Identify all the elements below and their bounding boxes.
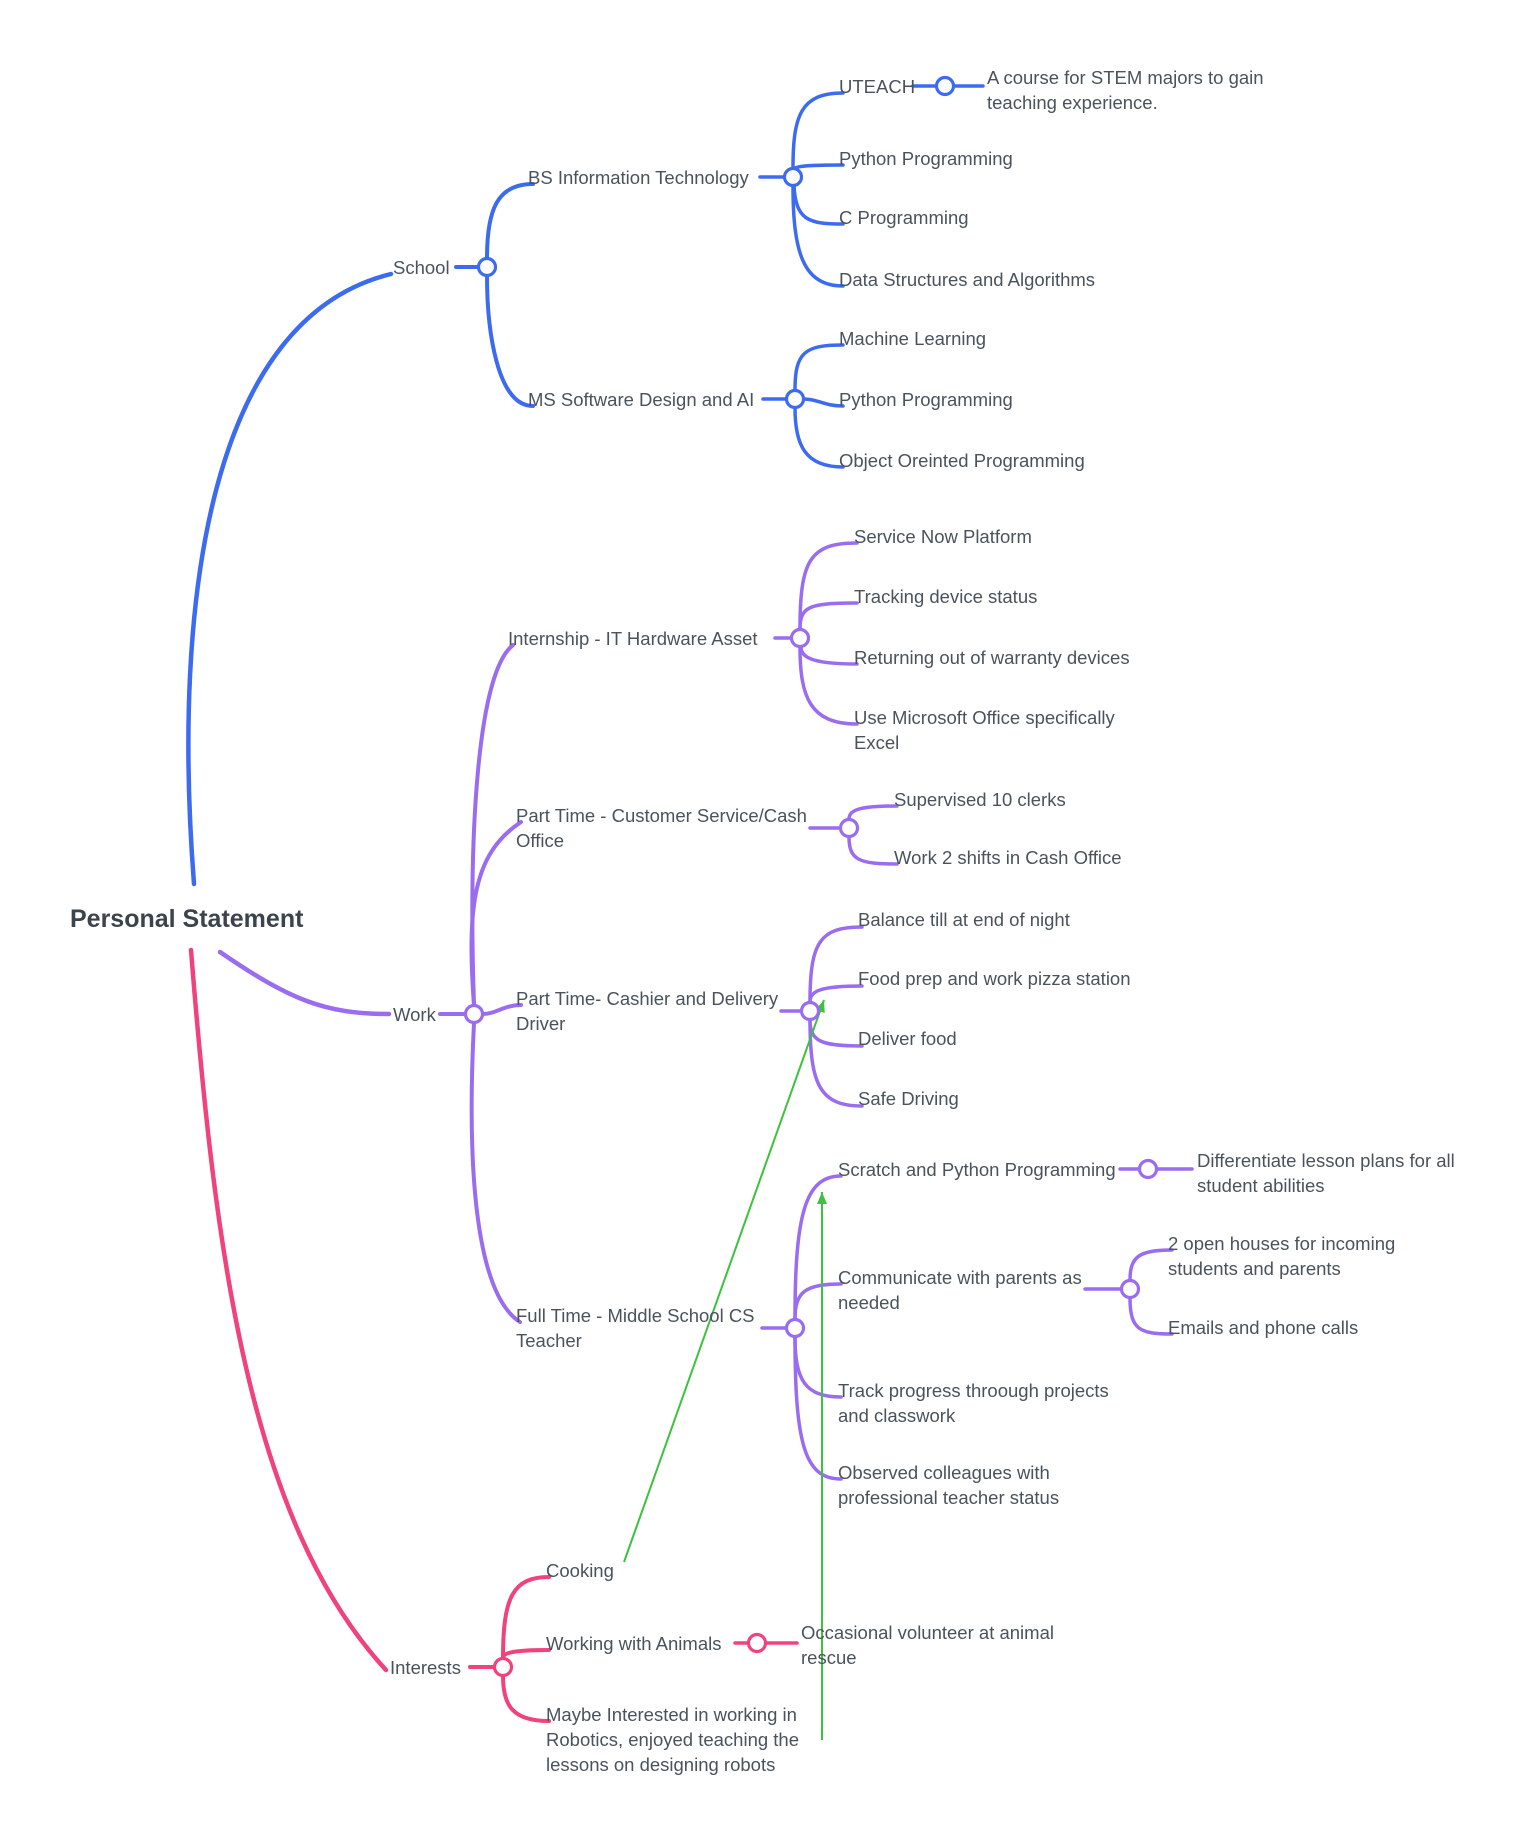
node-root[interactable]: Personal Statement [70,905,304,933]
node-scratch-python-programming[interactable]: Scratch and Python Programming [838,1159,1116,1180]
node-tracking-device-status[interactable]: Tracking device status [854,586,1038,607]
junction-circle[interactable] [784,1317,806,1339]
node-part-time-customer-service[interactable]: Part Time - Customer Service/Cash Office [516,805,807,851]
junction-circle[interactable] [784,388,806,410]
junction-circle[interactable] [1137,1158,1159,1180]
node-safe-driving[interactable]: Safe Driving [858,1088,959,1109]
node-emails-phone-calls[interactable]: Emails and phone calls [1168,1317,1359,1338]
node-supervised-10-clerks[interactable]: Supervised 10 clerks [894,789,1066,810]
junction-circle[interactable] [782,166,804,188]
school-branch-lines [186,84,985,887]
arrowhead-icon [817,1192,827,1204]
node-python-programming-bs[interactable]: Python Programming [839,148,1013,169]
junction-circle[interactable] [492,1656,514,1678]
node-bs-information-technology[interactable]: BS Information Technology [528,167,749,188]
node-work[interactable]: Work [393,1004,436,1025]
node-object-oreinted-programming[interactable]: Object Oreinted Programming [839,450,1085,471]
node-full-time-cs-teacher[interactable]: Full Time - Middle School CS Teacher [516,1305,755,1351]
node-school[interactable]: School [393,257,450,278]
node-c-programming[interactable]: C Programming [839,207,969,228]
junction-circle[interactable] [838,817,860,839]
arrow-cooking-to-foodprep [623,999,825,1563]
node-machine-learning[interactable]: Machine Learning [839,328,987,349]
node-work-2-shifts[interactable]: Work 2 shifts in Cash Office [894,847,1122,868]
node-balance-till[interactable]: Balance till at end of night [858,909,1070,930]
node-communicate-with-parents[interactable]: Communicate with parents as needed [838,1267,1082,1313]
junction-circle[interactable] [789,627,811,649]
junction-circles [463,75,1159,1678]
junction-circle[interactable] [934,75,956,97]
work-branch-lines [217,541,1194,1481]
node-uteach[interactable]: UTEACH [839,76,916,97]
junction-circle[interactable] [1119,1278,1141,1300]
node-returning-warranty-devices[interactable]: Returning out of warranty devices [854,647,1130,668]
node-track-progress[interactable]: Track progress throough projects and cla… [838,1380,1109,1426]
node-deliver-food[interactable]: Deliver food [858,1028,957,1049]
node-observed-colleagues[interactable]: Observed colleagues with professional te… [838,1462,1060,1508]
node-cooking[interactable]: Cooking [546,1560,614,1581]
node-maybe-robotics[interactable]: Maybe Interested in working in Robotics,… [546,1704,800,1775]
junction-circle[interactable] [463,1003,485,1025]
node-occasional-volunteer[interactable]: Occasional volunteer at animal rescue [801,1622,1054,1668]
junction-circle[interactable] [476,256,498,278]
node-differentiate-lesson-plans[interactable]: Differentiate lesson plans for all stude… [1197,1150,1455,1196]
interests-branch-lines [188,947,799,1723]
junction-circle[interactable] [746,1632,768,1654]
node-use-microsoft-office[interactable]: Use Microsoft Office specifically Excel [854,707,1115,753]
junction-circle[interactable] [799,1000,821,1022]
node-interests[interactable]: Interests [390,1657,461,1678]
node-internship-it-hardware[interactable]: Internship - IT Hardware Asset [508,628,758,649]
node-uteach-note[interactable]: A course for STEM majors to gain teachin… [987,67,1264,113]
node-part-time-cashier-driver[interactable]: Part Time- Cashier and Delivery Driver [516,988,779,1034]
cross-link-arrows [623,999,827,1740]
node-working-with-animals[interactable]: Working with Animals [546,1633,722,1654]
node-food-prep-pizza[interactable]: Food prep and work pizza station [858,968,1131,989]
node-2-open-houses[interactable]: 2 open houses for incoming students and … [1168,1233,1396,1279]
node-data-structures-algorithms[interactable]: Data Structures and Algorithms [839,269,1096,290]
node-service-now-platform[interactable]: Service Now Platform [854,526,1032,547]
node-python-programming-ms[interactable]: Python Programming [839,389,1013,410]
node-ms-software-design-ai[interactable]: MS Software Design and AI [528,389,755,410]
